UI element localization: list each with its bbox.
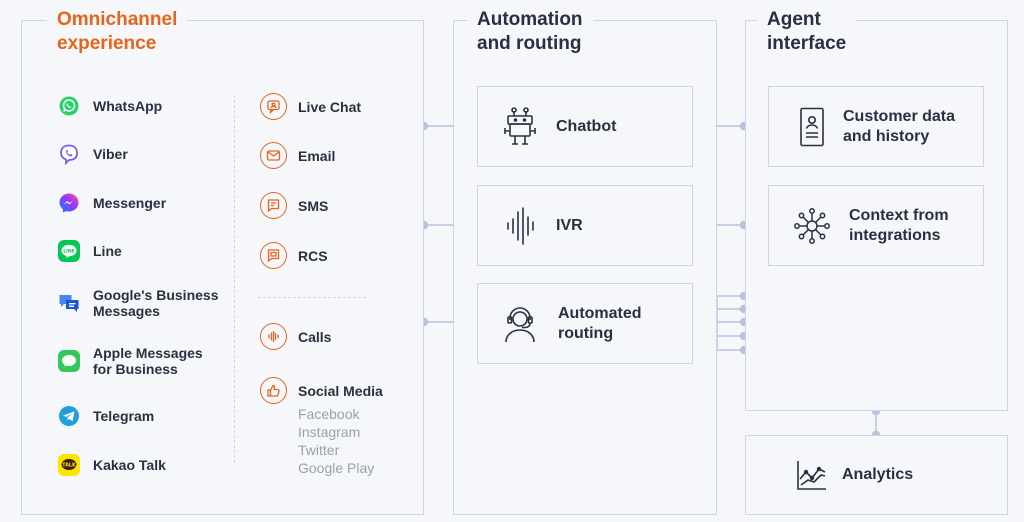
channel-label: RCS xyxy=(298,247,328,264)
customer-data-box: Customer data and history xyxy=(768,86,984,167)
id-card-icon xyxy=(799,107,825,147)
svg-text:LINE: LINE xyxy=(63,248,75,254)
messenger-icon xyxy=(58,192,80,214)
channel-label: Line xyxy=(93,243,122,259)
channel-messenger: Messenger xyxy=(58,192,166,214)
column-divider xyxy=(234,95,235,463)
analytics-label: Analytics xyxy=(842,466,914,483)
social-media-item: Twitter xyxy=(298,442,340,458)
automation-title: Automation and routing xyxy=(467,8,593,56)
channel-label: Apple Messages for Business xyxy=(93,345,203,377)
social-media-list: Facebook Instagram Twitter Google Play xyxy=(298,405,374,477)
chatbot-box: Chatbot xyxy=(477,86,693,167)
channel-rcs: RCS xyxy=(260,242,328,269)
calls-icon xyxy=(260,323,287,350)
channel-google-business-messages: Google's Business Messages xyxy=(58,287,218,319)
omnichannel-panel xyxy=(21,20,424,515)
channel-label: Calls xyxy=(298,328,332,345)
channel-apple-messages: Apple Messages for Business xyxy=(58,345,203,377)
ivr-label: IVR xyxy=(556,216,583,234)
rcs-icon xyxy=(260,242,287,269)
ivr-box: IVR xyxy=(477,185,693,266)
social-media-item: Google Play xyxy=(298,460,375,476)
agent-interface-title: Agent interface xyxy=(757,8,857,56)
whatsapp-icon xyxy=(58,95,80,117)
robot-icon xyxy=(502,106,538,148)
channel-email: Email xyxy=(260,142,335,169)
omnichannel-title: Omnichannel experience xyxy=(47,8,188,56)
social-media-icon xyxy=(260,377,287,404)
automated-routing-box: Automated routing xyxy=(477,283,693,364)
context-integrations-label: Context from integrations xyxy=(849,206,949,244)
channel-live-chat: Live Chat xyxy=(260,93,361,120)
analytics-panel xyxy=(745,435,1008,515)
channel-label: Telegram xyxy=(93,408,155,424)
analytics-chart-icon xyxy=(796,459,828,491)
channel-label: Kakao Talk xyxy=(93,457,166,473)
soundwave-icon xyxy=(505,206,535,246)
viber-icon xyxy=(58,143,80,165)
channel-calls: Calls xyxy=(260,323,331,350)
headset-agent-icon xyxy=(503,305,537,343)
channel-line: LINE Line xyxy=(58,240,122,262)
automated-routing-label: Automated routing xyxy=(558,304,642,342)
channel-telegram: Telegram xyxy=(58,405,154,427)
channel-label: Email xyxy=(298,147,336,164)
channel-label: WhatsApp xyxy=(93,98,163,114)
channel-viber: Viber xyxy=(58,143,128,165)
analytics-box: Analytics xyxy=(746,436,1007,514)
channel-social-media: Social Media xyxy=(260,377,383,404)
social-media-item: Instagram xyxy=(298,424,361,440)
google-business-messages-icon xyxy=(58,292,80,314)
customer-data-label: Customer data and history xyxy=(843,107,956,145)
social-media-item: Facebook xyxy=(298,406,360,422)
section-divider xyxy=(258,297,366,298)
channel-whatsapp: WhatsApp xyxy=(58,95,162,117)
live-chat-icon xyxy=(260,93,287,120)
apple-messages-icon xyxy=(58,350,80,372)
network-icon xyxy=(793,207,831,245)
kakao-talk-icon: TALK xyxy=(58,454,80,476)
channel-label: Viber xyxy=(93,146,128,162)
line-icon: LINE xyxy=(58,240,80,262)
channel-label: Social Media xyxy=(298,382,383,399)
svg-text:TALK: TALK xyxy=(62,463,76,469)
chatbot-label: Chatbot xyxy=(556,117,617,135)
context-integrations-box: Context from integrations xyxy=(768,185,984,266)
telegram-icon xyxy=(58,405,80,427)
channel-label: SMS xyxy=(298,197,329,214)
channel-sms: SMS xyxy=(260,192,328,219)
sms-icon xyxy=(260,192,287,219)
email-icon xyxy=(260,142,287,169)
channel-label: Messenger xyxy=(93,195,167,211)
channel-label: Live Chat xyxy=(298,98,362,115)
channel-kakao-talk: TALK Kakao Talk xyxy=(58,454,166,476)
channel-label: Google's Business Messages xyxy=(93,287,219,319)
